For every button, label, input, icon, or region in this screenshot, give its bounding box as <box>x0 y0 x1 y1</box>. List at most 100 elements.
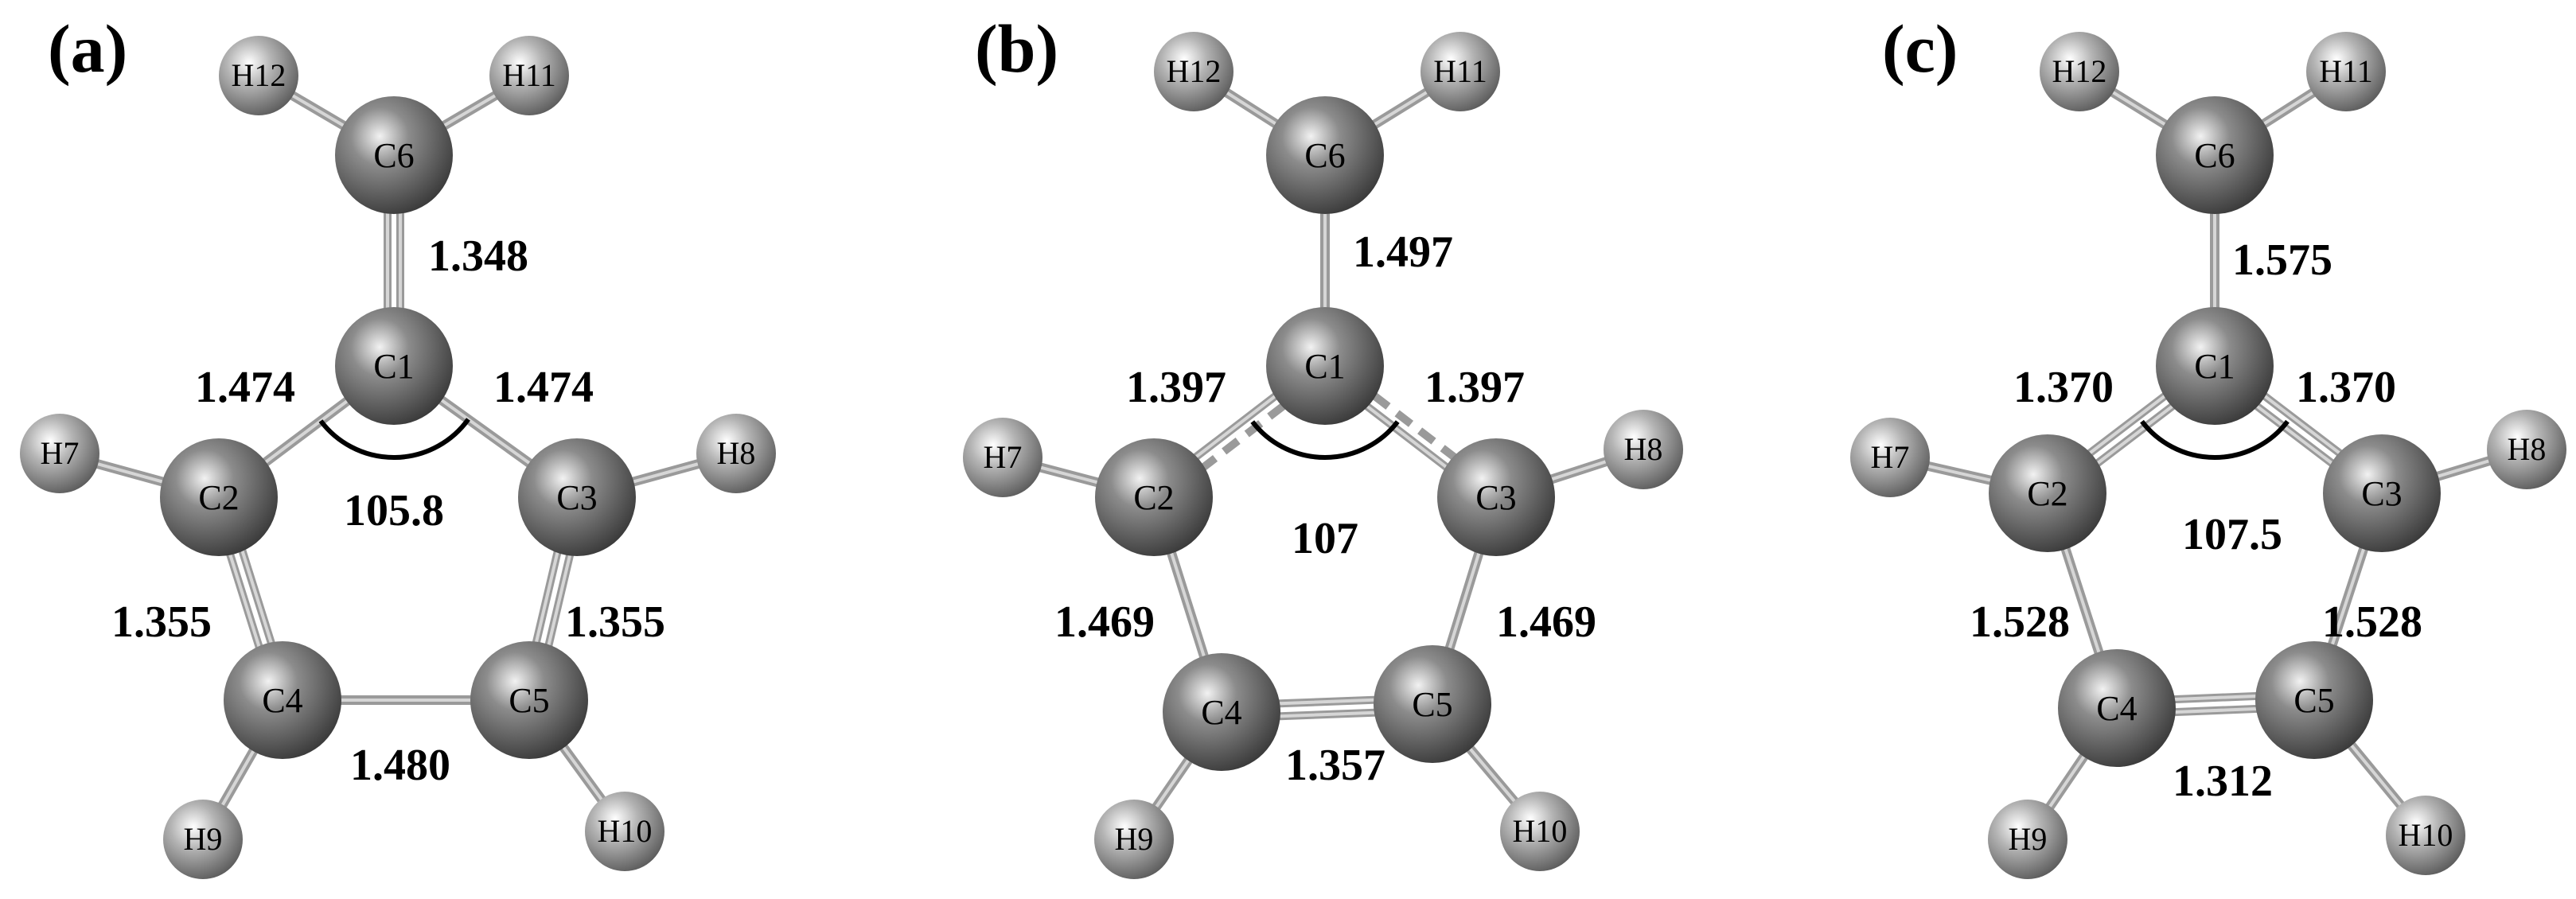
carbon-sphere <box>1989 434 2106 552</box>
carbon-sphere <box>2058 649 2176 767</box>
hydrogen-sphere <box>489 36 569 115</box>
atom-label-H7: H7 <box>41 435 80 471</box>
atom-C4: C4 <box>2058 649 2176 767</box>
atom-C4: C4 <box>1163 653 1280 771</box>
atom-C1: C1 <box>2156 307 2274 425</box>
atom-label-C1: C1 <box>1304 347 1345 386</box>
carbon-sphere <box>335 307 453 425</box>
atom-H9: H9 <box>163 800 243 879</box>
atom-label-C1: C1 <box>373 347 414 386</box>
atom-H9: H9 <box>1988 800 2067 879</box>
carbon-sphere <box>1266 96 1384 214</box>
atom-label-H12: H12 <box>232 57 286 93</box>
carbon-sphere <box>518 438 636 556</box>
hydrogen-sphere <box>1421 32 1500 111</box>
bond-length-C3-C5: 1.355 <box>565 597 665 647</box>
bond-length-C2-C4: 1.355 <box>111 597 212 647</box>
hydrogen-sphere <box>219 36 298 115</box>
atom-H12: H12 <box>1154 32 1233 111</box>
atom-label-C2: C2 <box>1133 478 1174 517</box>
atom-C1: C1 <box>1266 307 1384 425</box>
atom-label-C4: C4 <box>2096 689 2137 728</box>
hydrogen-sphere <box>1154 32 1233 111</box>
carbon-sphere <box>1374 645 1491 763</box>
bond-length-C4-C5: 1.480 <box>350 741 450 790</box>
atom-C5: C5 <box>1374 645 1491 763</box>
atom-C5: C5 <box>470 641 588 759</box>
atom-label-H10: H10 <box>1513 813 1568 849</box>
atom-label-H11: H11 <box>502 57 555 93</box>
atom-label-H7: H7 <box>1871 439 1910 475</box>
atom-label-C3: C3 <box>1475 478 1516 517</box>
atom-label-H9: H9 <box>1115 821 1154 857</box>
atom-C2: C2 <box>1095 438 1213 556</box>
carbon-sphere <box>470 641 588 759</box>
atom-H10: H10 <box>585 792 664 871</box>
hydrogen-sphere <box>1500 792 1580 871</box>
atom-H7: H7 <box>963 418 1042 497</box>
carbon-sphere <box>1266 307 1384 425</box>
atom-H8: H8 <box>1604 410 1683 489</box>
carbon-sphere <box>2156 96 2274 214</box>
carbon-sphere <box>160 438 278 556</box>
bond-length-C6-C1: 1.497 <box>1353 228 1453 277</box>
atom-H12: H12 <box>2040 32 2119 111</box>
atom-C2: C2 <box>1989 434 2106 552</box>
atom-C6: C6 <box>335 96 453 214</box>
hydrogen-sphere <box>696 414 776 493</box>
angle-arc-layer <box>318 418 2290 460</box>
atom-C3: C3 <box>1437 438 1555 556</box>
atom-label-H11: H11 <box>2319 53 2372 89</box>
atom-C5: C5 <box>2255 641 2373 759</box>
bond-length-C1-C2: 1.474 <box>195 363 295 412</box>
atom-label-C6: C6 <box>373 136 414 175</box>
carbon-sphere <box>335 96 453 214</box>
atom-label-H9: H9 <box>184 821 223 857</box>
bond-length-C1-C3: 1.370 <box>2296 363 2396 412</box>
atom-label-C2: C2 <box>2027 474 2067 513</box>
atom-label-H12: H12 <box>2052 53 2107 89</box>
atom-C3: C3 <box>518 438 636 556</box>
atom-C4: C4 <box>224 641 341 759</box>
bond-angle-arc <box>1250 420 1400 460</box>
atom-label-H8: H8 <box>717 435 756 471</box>
hydrogen-sphere <box>963 418 1042 497</box>
bond-length-C1-C2: 1.397 <box>1126 363 1226 412</box>
hydrogen-sphere <box>20 414 99 493</box>
atom-label-C4: C4 <box>262 681 302 720</box>
atom-C6: C6 <box>2156 96 2274 214</box>
atom-label-H10: H10 <box>2399 817 2453 853</box>
bond-angle-arc <box>318 418 470 460</box>
atom-label-C3: C3 <box>556 478 597 517</box>
hydrogen-sphere <box>585 792 664 871</box>
bond-angle-value: 107 <box>1292 514 1358 563</box>
bond-length-C4-C5: 1.357 <box>1285 741 1385 790</box>
atom-C3: C3 <box>2323 434 2441 552</box>
bond-angle-value: 105.8 <box>344 486 444 535</box>
atom-H9: H9 <box>1094 800 1174 879</box>
bond-angle-arc <box>2140 419 2290 460</box>
bond-length-C1-C3: 1.474 <box>493 363 594 412</box>
atom-label-C4: C4 <box>1201 693 1241 732</box>
atom-H11: H11 <box>1421 32 1500 111</box>
bond-length-C6-C1: 1.348 <box>428 232 528 281</box>
hydrogen-sphere <box>1850 418 1930 497</box>
panel-label: (c) <box>1882 10 1958 87</box>
atom-label-C5: C5 <box>1412 685 1452 724</box>
atom-label-H8: H8 <box>2508 431 2547 467</box>
atom-H7: H7 <box>20 414 99 493</box>
hydrogen-sphere <box>2487 410 2566 489</box>
hydrogen-sphere <box>2386 796 2465 875</box>
bond-length-C2-C4: 1.469 <box>1054 597 1155 647</box>
hydrogen-sphere <box>163 800 243 879</box>
carbon-sphere <box>2323 434 2441 552</box>
panel-label: (a) <box>48 10 127 87</box>
atom-label-C5: C5 <box>2293 681 2334 720</box>
hydrogen-sphere <box>1604 410 1683 489</box>
carbon-sphere <box>224 641 341 759</box>
atom-H10: H10 <box>2386 796 2465 875</box>
hydrogen-sphere <box>2306 32 2386 111</box>
